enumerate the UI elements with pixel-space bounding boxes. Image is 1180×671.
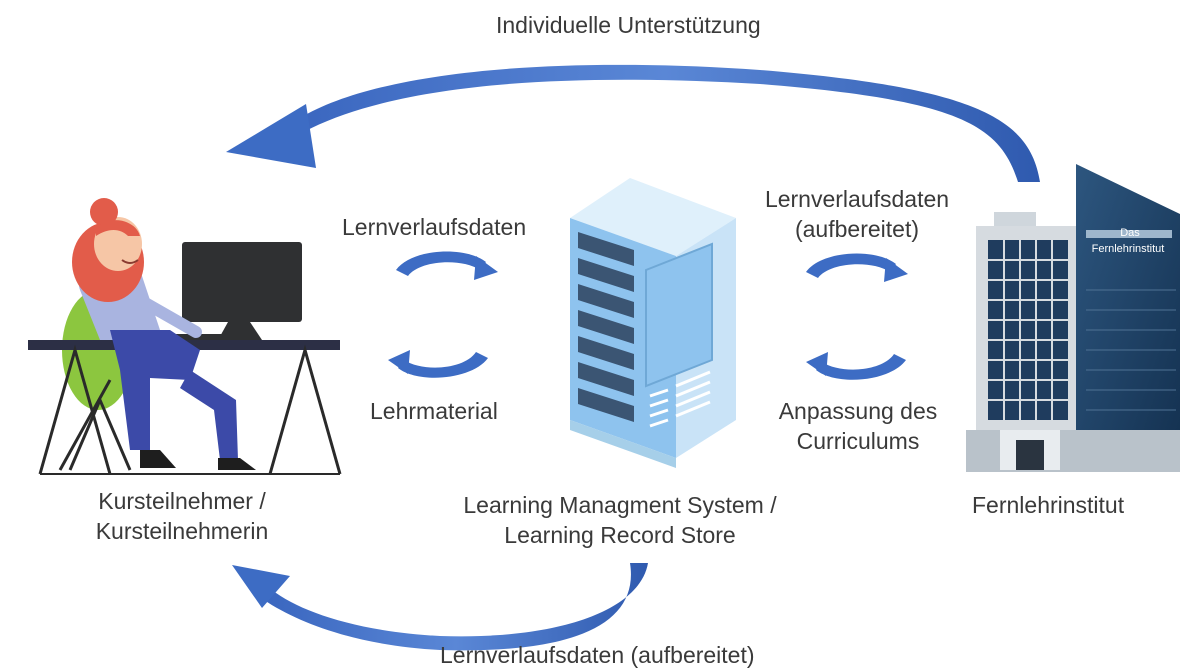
label-right-upper-line2: (aufbereitet) [794, 216, 919, 242]
top-arc-arrow [226, 64, 1040, 182]
left-cycle-arrows [388, 251, 498, 378]
label-right-upper-line1: Lernverlaufsdaten [764, 186, 950, 212]
person-pants [110, 330, 200, 450]
label-right-upper: Lernverlaufsdaten (aufbereitet) [750, 184, 964, 244]
top-arc-arrowhead [226, 104, 316, 168]
institute-sign-line2: Fernlehrinstitut [1092, 243, 1165, 255]
server-illustration [570, 178, 736, 468]
right-cycle-arrows [806, 253, 908, 380]
label-individuelle-unterstuetzung: Individuelle Unterstützung [496, 12, 761, 38]
label-institute: Fernlehrinstitut [972, 492, 1125, 518]
building-door [1016, 440, 1044, 470]
label-learner: Kursteilnehmer / Kursteilnehmerin [52, 486, 312, 546]
label-bottom-arrow: Lernverlaufsdaten (aufbereitet) [440, 642, 755, 668]
learner-illustration [28, 198, 342, 475]
label-learner-line2: Kursteilnehmerin [95, 518, 269, 544]
bottom-arc-arrowhead [232, 565, 290, 608]
label-server: Learning Managment System / Learning Rec… [430, 490, 810, 550]
bottom-arc-arrow [232, 563, 648, 651]
label-right-lower-line2: Curriculums [796, 428, 920, 454]
label-right-lower-line1: Anpassung des [778, 398, 938, 424]
desk-leg-right [268, 344, 342, 475]
label-right-lower: Anpassung des Curriculums [758, 396, 958, 456]
keyboard [168, 334, 238, 340]
institute-sign-line1: Das [1120, 227, 1140, 239]
label-left-lower: Lehrmaterial [370, 398, 498, 424]
label-learner-line1: Kursteilnehmer / [98, 488, 266, 514]
label-left-upper: Lernverlaufsdaten [342, 214, 527, 240]
server-side-panel [645, 242, 713, 388]
desk-leg-left [38, 344, 112, 475]
label-server-line1: Learning Managment System / [463, 492, 777, 518]
institute-building: Das Fernlehrinstitut [966, 164, 1180, 472]
monitor [182, 242, 302, 322]
label-server-line2: Learning Record Store [504, 522, 736, 548]
server-rack-units [578, 232, 634, 422]
